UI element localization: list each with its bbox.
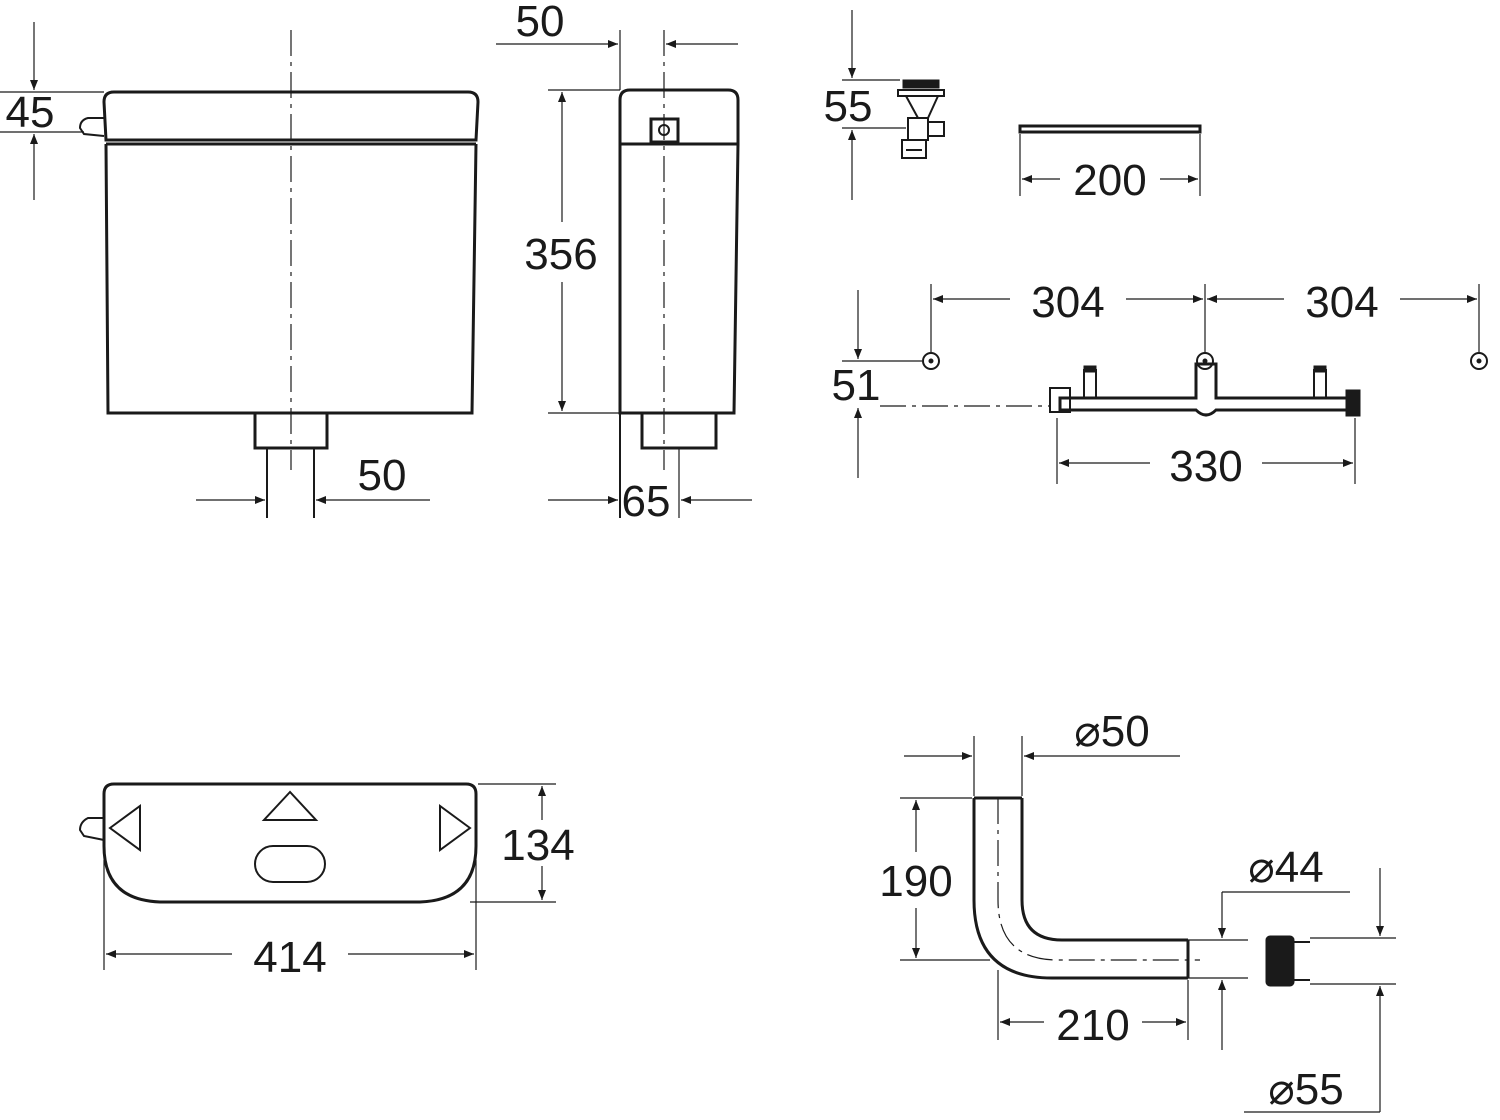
- dim-bracket-spacing: 304 304: [930, 278, 1480, 352]
- dim-top-depth: 134: [470, 783, 575, 903]
- dim-cistern-height: 356: [524, 89, 620, 414]
- dim-label-134: 134: [501, 821, 574, 870]
- flush-lever: 200: [1018, 124, 1202, 205]
- dim-side-outlet-depth: 65: [548, 477, 752, 526]
- dim-label-200: 200: [1073, 156, 1146, 205]
- dim-lid-height: 45: [0, 22, 104, 200]
- dim-label-304-left: 304: [1031, 278, 1104, 327]
- dim-pipe-length: 210: [997, 970, 1189, 1050]
- cistern-side-view: [618, 30, 740, 518]
- dim-pipe-height: 190: [879, 797, 990, 961]
- mounting-bracket: [880, 352, 1488, 417]
- dim-label-330: 330: [1169, 442, 1242, 491]
- dim-label-190: 190: [879, 857, 952, 906]
- dim-outlet-width-front: 50: [196, 451, 430, 504]
- dim-pipe-diameter-inner: ⌀44: [1188, 843, 1350, 1050]
- dim-label-414: 414: [253, 933, 326, 982]
- dim-label-210: 210: [1056, 1001, 1129, 1050]
- dim-pipe-diameter-top: ⌀50: [904, 707, 1180, 796]
- angle-valve: [897, 79, 945, 159]
- dim-bracket-height: 51: [832, 290, 922, 478]
- dim-label-45: 45: [6, 88, 55, 137]
- dim-side-offset-top: 50: [496, 0, 738, 90]
- dim-label-d50: ⌀50: [1074, 707, 1149, 756]
- dim-label-d44: ⌀44: [1248, 843, 1323, 892]
- dim-label-50-top: 50: [516, 0, 565, 46]
- dim-label-51: 51: [832, 361, 881, 410]
- dim-label-304-right: 304: [1305, 278, 1378, 327]
- dim-valve-height: 55: [824, 10, 906, 200]
- cistern-top-view: [78, 782, 478, 904]
- cistern-front-view: [78, 30, 480, 518]
- flush-pipe: [972, 796, 1310, 987]
- dim-pipe-diameter-outer: ⌀55: [1244, 868, 1396, 1114]
- dim-label-50-front: 50: [358, 451, 407, 500]
- dim-label-d55: ⌀55: [1268, 1065, 1343, 1114]
- dim-label-55: 55: [824, 82, 873, 131]
- dim-label-65: 65: [622, 477, 671, 526]
- dim-top-width: 414: [103, 860, 477, 982]
- dim-bracket-width: 330: [1056, 418, 1356, 491]
- dim-label-356: 356: [524, 230, 597, 279]
